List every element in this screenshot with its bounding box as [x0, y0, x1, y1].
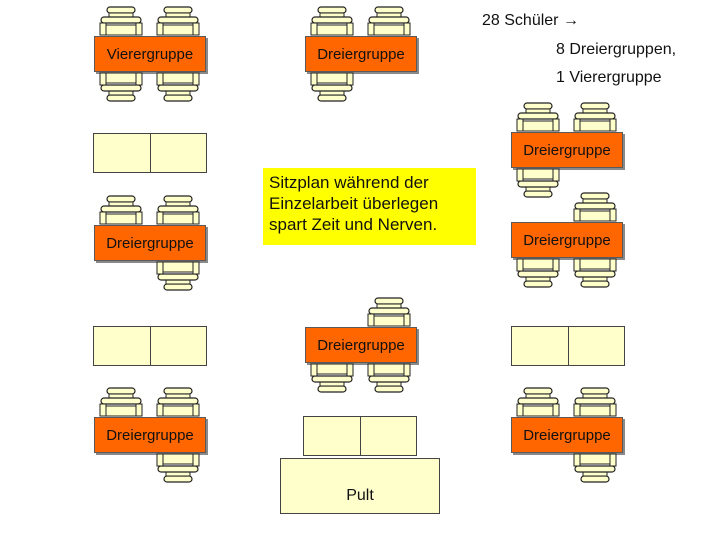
chair-row-bottom	[305, 363, 417, 395]
group-table: Dreiergruppe	[511, 222, 623, 258]
chair-row-bottom	[511, 168, 623, 200]
chair-row-top	[511, 192, 623, 222]
group-table: Dreiergruppe	[94, 417, 206, 453]
chair-icon	[366, 6, 412, 36]
chair-icon	[572, 387, 618, 417]
summary-line-2: 8 Dreiergruppen,	[556, 41, 677, 58]
chair-icon	[155, 387, 201, 417]
empty-table	[93, 326, 207, 366]
chair-icon	[155, 261, 201, 291]
teacher-desk-label: Pult	[346, 487, 374, 504]
empty-table	[303, 416, 417, 456]
chair-row-top	[305, 6, 417, 36]
chair-icon	[309, 6, 355, 36]
chair-icon	[155, 72, 201, 102]
chair-row-top	[94, 195, 206, 225]
chair-row-bottom	[511, 258, 623, 290]
chair-icon	[309, 72, 355, 102]
chair-icon	[572, 258, 618, 288]
summary-line-1: 28 Schüler →	[482, 12, 579, 30]
chair-icon	[515, 102, 561, 132]
chair-icon	[98, 387, 144, 417]
chair-icon	[515, 168, 561, 198]
table-half	[512, 327, 568, 365]
chair-icon	[98, 6, 144, 36]
chair-icon	[572, 453, 618, 483]
chair-icon	[515, 387, 561, 417]
table-half	[149, 327, 207, 365]
seat-group: Vierergruppe	[94, 6, 206, 104]
seat-group: Dreiergruppe	[511, 192, 623, 290]
seat-group: Dreiergruppe	[305, 297, 417, 395]
group-label: Dreiergruppe	[523, 426, 611, 444]
chair-icon	[366, 363, 412, 393]
group-table: Dreiergruppe	[305, 36, 417, 72]
table-half	[149, 134, 207, 172]
chair-row-top	[511, 102, 623, 132]
empty-table	[511, 326, 625, 366]
group-label: Dreiergruppe	[317, 45, 405, 63]
table-half	[304, 417, 360, 455]
group-label: Dreiergruppe	[106, 234, 194, 252]
seat-group: Dreiergruppe	[511, 387, 623, 485]
seat-group: Dreiergruppe	[94, 195, 206, 293]
group-table: Dreiergruppe	[94, 225, 206, 261]
group-table: Vierergruppe	[94, 36, 206, 72]
chair-icon	[155, 453, 201, 483]
chair-icon	[98, 195, 144, 225]
group-label: Vierergruppe	[106, 45, 194, 63]
seat-group: Dreiergruppe	[511, 102, 623, 200]
note-box: Sitzplan während der Einzelarbeit überle…	[263, 168, 476, 245]
chair-row-top	[94, 6, 206, 36]
chair-row-bottom	[511, 453, 623, 485]
seat-group: Dreiergruppe	[94, 387, 206, 485]
teacher-desk: Pult	[280, 458, 440, 514]
student-count: 28 Schüler	[482, 12, 559, 29]
group-table: Dreiergruppe	[305, 327, 417, 363]
chair-icon	[515, 258, 561, 288]
table-half	[94, 134, 150, 172]
chair-icon	[572, 102, 618, 132]
chair-row-bottom	[94, 261, 206, 293]
chair-row-top	[511, 387, 623, 417]
chair-icon	[155, 195, 201, 225]
group-label: Dreiergruppe	[523, 141, 611, 159]
table-half	[359, 417, 417, 455]
group-table: Dreiergruppe	[511, 417, 623, 453]
chair-icon	[98, 72, 144, 102]
seat-group: Dreiergruppe	[305, 6, 417, 104]
chair-row-top	[305, 297, 417, 327]
chair-icon	[366, 297, 412, 327]
group-label: Dreiergruppe	[523, 231, 611, 249]
chair-icon	[155, 6, 201, 36]
chair-row-bottom	[94, 453, 206, 485]
chair-icon	[572, 192, 618, 222]
arrow-right-icon: →	[562, 12, 579, 29]
table-half	[94, 327, 150, 365]
group-table: Dreiergruppe	[511, 132, 623, 168]
empty-table	[93, 133, 207, 173]
summary-line-3: 1 Vierergruppe	[556, 69, 662, 86]
chair-icon	[309, 363, 355, 393]
group-label: Dreiergruppe	[317, 336, 405, 354]
group-label: Dreiergruppe	[106, 426, 194, 444]
chair-row-bottom	[94, 72, 206, 104]
chair-row-top	[94, 387, 206, 417]
table-half	[567, 327, 625, 365]
chair-row-bottom	[305, 72, 417, 104]
